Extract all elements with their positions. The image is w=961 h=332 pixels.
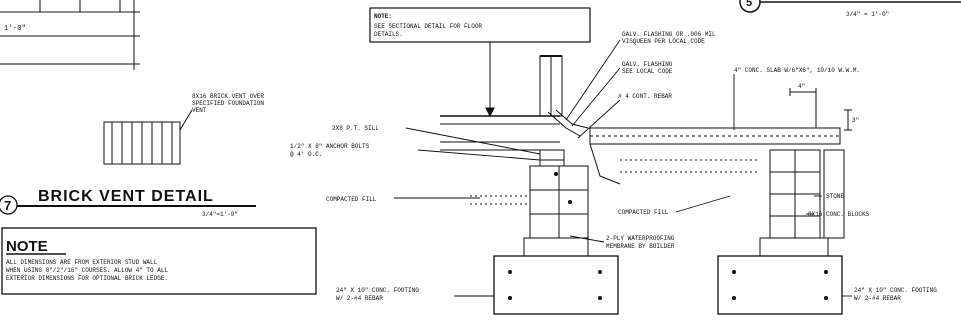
- brick-vent-scale: 3/4"=1'-0": [202, 211, 238, 218]
- label-sill: 2X8 P.T. SILL: [332, 125, 379, 132]
- brick-vent-symbol: [103, 109, 193, 165]
- label-line: SEE LOCAL CODE: [622, 68, 673, 75]
- top-left-dimension-fragment: [0, 0, 140, 70]
- label-waterproofing: 2-PLY WATERPROOFING MEMBRANE BY BUILDER: [606, 235, 678, 250]
- general-note-box: NOTE ALL DIMENSIONS ARE FROM EXTERIOR ST…: [1, 227, 317, 295]
- label-footing-left: 24" X 10" CONC. FOOTING W/ 2-#4 REBAR: [336, 287, 422, 302]
- brick-vent-title: BRICK VENT DETAIL: [38, 188, 214, 205]
- label-galv-flashing: GALV. FLASHING OR .006 MIL VISQUEEN PER …: [622, 31, 719, 45]
- label-compacted-fill-right: COMPACTED FILL: [618, 209, 669, 216]
- label-line: 24" X 10" CONC. FOOTING: [336, 287, 419, 294]
- dimension-top-label: 4": [798, 83, 805, 90]
- label-line: 2-PLY WATERPROOFING: [606, 235, 675, 242]
- label-line: GALV. FLASHING: [622, 61, 673, 68]
- vent-note-line: 8X16 BRICK VENT OVER: [192, 93, 264, 100]
- vent-note: 8X16 BRICK VENT OVER SPECIFIED FOUNDATIO…: [192, 93, 268, 114]
- floor-note-line: DETAILS.: [374, 31, 403, 38]
- label-line: W/ 2-#4 REBAR: [854, 295, 901, 302]
- top-left-dimension-label: 1'-0": [4, 25, 26, 33]
- detail-7-callout: 7: [0, 195, 256, 215]
- detail-5-number: 5: [746, 0, 752, 9]
- detail-5-scale: 3/4" = 1'-0": [846, 11, 889, 18]
- floor-note-title: NOTE:: [374, 13, 392, 20]
- general-note-line: WHEN USING 8"/2"/16" COURSES. ALLOW 4" T…: [6, 267, 168, 274]
- label-line: VISQUEEN PER LOCAL CODE: [622, 38, 705, 45]
- general-note-title: NOTE: [6, 238, 48, 255]
- floor-note-text: SEE SECTIONAL DETAIL FOR FLOOR DETAILS.: [374, 23, 486, 38]
- label-slab: 4" CONC. SLAB W/6"X6", 10/10 W.W.M.: [734, 67, 860, 74]
- label-line: 24" X 10" CONC. FOOTING: [854, 287, 937, 294]
- rebar-dots: [508, 172, 828, 300]
- foundation-section-drawing: [440, 42, 852, 315]
- general-note-line: EXTERIOR DIMENSIONS FOR OPTIONAL BRICK L…: [6, 275, 168, 282]
- label-conc-block: 8X16 CONC. BLOCKS: [808, 211, 870, 218]
- vent-note-line: SPECIFIED FOUNDATION: [192, 100, 264, 107]
- vent-note-line: VENT: [192, 107, 207, 114]
- detail-7-number: 7: [4, 198, 11, 213]
- floor-note-line: SEE SECTIONAL DETAIL FOR FLOOR: [374, 23, 482, 30]
- label-rebar: # 4 CONT. REBAR: [618, 93, 672, 100]
- label-compacted-fill-left: COMPACTED FILL: [326, 196, 377, 203]
- label-line: @ 4' O.C.: [290, 151, 322, 158]
- label-galv-flashing-2: GALV. FLASHING SEE LOCAL CODE: [622, 61, 676, 75]
- general-note-text: ALL DIMENSIONS ARE FROM EXTERIOR STUD WA…: [6, 259, 172, 282]
- label-anchor-bolts: 1/2" X 8" ANCHOR BOLTS @ 4' O.C.: [290, 143, 373, 158]
- label-line: MEMBRANE BY BUILDER: [606, 243, 675, 250]
- floor-note-box: NOTE: SEE SECTIONAL DETAIL FOR FLOOR DET…: [369, 7, 591, 43]
- label-line: GALV. FLASHING OR .006 MIL: [622, 31, 716, 38]
- label-stone: STONE: [826, 193, 844, 200]
- dimension-right-label: 3": [852, 117, 859, 124]
- general-note-line: ALL DIMENSIONS ARE FROM EXTERIOR STUD WA…: [6, 259, 158, 266]
- label-footing-right: 24" X 10" CONC. FOOTING W/ 2-#4 REBAR: [854, 287, 940, 302]
- label-line: 1/2" X 8" ANCHOR BOLTS: [290, 143, 370, 150]
- detail-5-callout: 5: [739, 0, 961, 13]
- callout-leaders: [394, 39, 852, 297]
- label-line: W/ 2-#4 REBAR: [336, 295, 383, 302]
